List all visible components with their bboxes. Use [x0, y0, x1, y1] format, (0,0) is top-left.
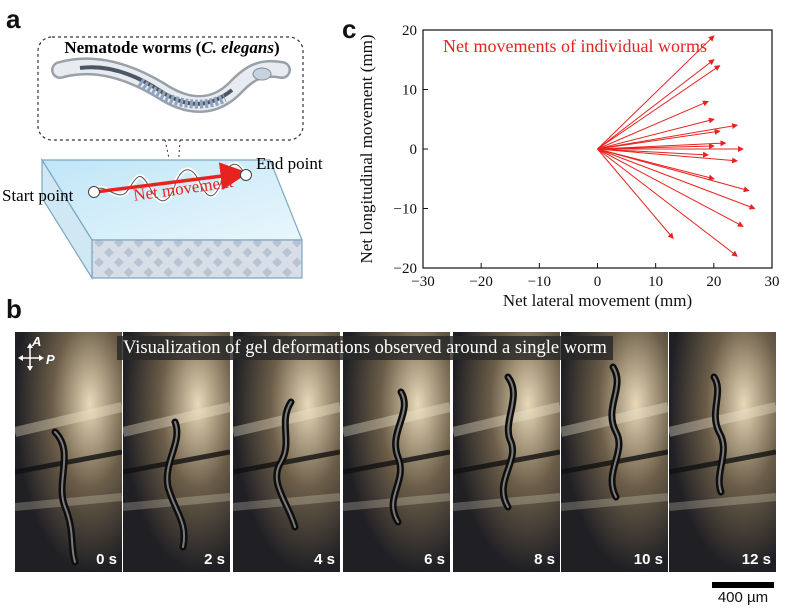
gel-block-side: [41, 157, 93, 281]
movement-vector: [597, 35, 715, 150]
x-tick-label: 10: [648, 274, 663, 290]
movement-vector: [597, 148, 674, 240]
panel-a-title: Nematode worms (C. elegans): [64, 38, 280, 57]
x-tick-label: −30: [411, 274, 434, 290]
x-tick-label: −10: [528, 274, 551, 290]
x-tick-label: −20: [469, 274, 492, 290]
panel-a-illustration: [37, 36, 304, 281]
worm-illustration: [51, 57, 291, 113]
frame-time-label: 4 s: [314, 551, 335, 568]
chart-title: Net movements of individual worms: [443, 36, 707, 56]
panel-a: a: [0, 0, 350, 295]
chart-ylabel: Net longitudinal movement (mm): [357, 35, 376, 264]
frame-6: 12 s: [669, 332, 776, 572]
polarizer-axes: A P: [18, 334, 58, 378]
gel-block-front: [91, 239, 303, 279]
frame-5: 10 s: [561, 332, 668, 572]
frame-time-label: 0 s: [96, 551, 117, 568]
movement-vector: [597, 65, 721, 150]
net-movement-arrow: [94, 162, 249, 194]
axis-a-label: A: [32, 334, 42, 349]
end-point-marker: [240, 169, 252, 181]
movement-vector: [597, 59, 715, 150]
frame-time-label: 2 s: [204, 551, 225, 568]
x-tick-label: 30: [765, 274, 780, 290]
visualization-banner: Visualization of gel deformations observ…: [117, 336, 613, 360]
movement-vector: [597, 128, 721, 150]
scale-bar-label: 400 µm: [717, 589, 769, 606]
movement-vector: [597, 148, 738, 257]
scale-bar: [712, 582, 774, 588]
frame-time-label: 8 s: [534, 551, 555, 568]
panel-letter-a: a: [6, 4, 21, 34]
panel-letter-b: b: [6, 294, 22, 324]
y-tick-label: 10: [402, 83, 417, 99]
movement-vector: [597, 148, 756, 210]
x-tick-label: 20: [706, 274, 721, 290]
frame-0: 0 s: [15, 332, 122, 572]
movement-vector: [597, 117, 715, 150]
y-tick-label: −20: [394, 261, 417, 277]
frame-4: 8 s: [453, 332, 560, 572]
movement-vector: [597, 148, 710, 158]
frame-2: 4 s: [233, 332, 340, 572]
panel-b: b 0 s 2 s 4 s 6 s 8 s 10 s 12 s Visualization …: [0, 292, 800, 615]
x-tick-label: 0: [594, 274, 602, 290]
frame-1: 2 s: [123, 332, 230, 572]
panel-letter-c: c: [342, 14, 357, 44]
y-tick-label: 0: [410, 142, 418, 158]
end-point-label: End point: [256, 154, 323, 173]
chart-xlabel: Net lateral movement (mm): [503, 291, 692, 310]
y-tick-label: 20: [402, 23, 417, 39]
y-tick-label: −10: [394, 202, 417, 218]
frame-time-label: 6 s: [424, 551, 445, 568]
movement-vector: [597, 148, 739, 164]
movement-vector: [597, 100, 709, 150]
frame-3: 6 s: [343, 332, 450, 572]
frame-time-label: 10 s: [633, 551, 663, 568]
movement-vector: [597, 148, 744, 227]
axis-p-label: P: [46, 352, 55, 367]
start-point-marker: [88, 186, 100, 198]
movement-vector: [597, 148, 715, 181]
movement-vector: [597, 123, 739, 150]
start-point-label: Start point: [2, 186, 74, 205]
frame-time-label: 12 s: [741, 551, 771, 568]
